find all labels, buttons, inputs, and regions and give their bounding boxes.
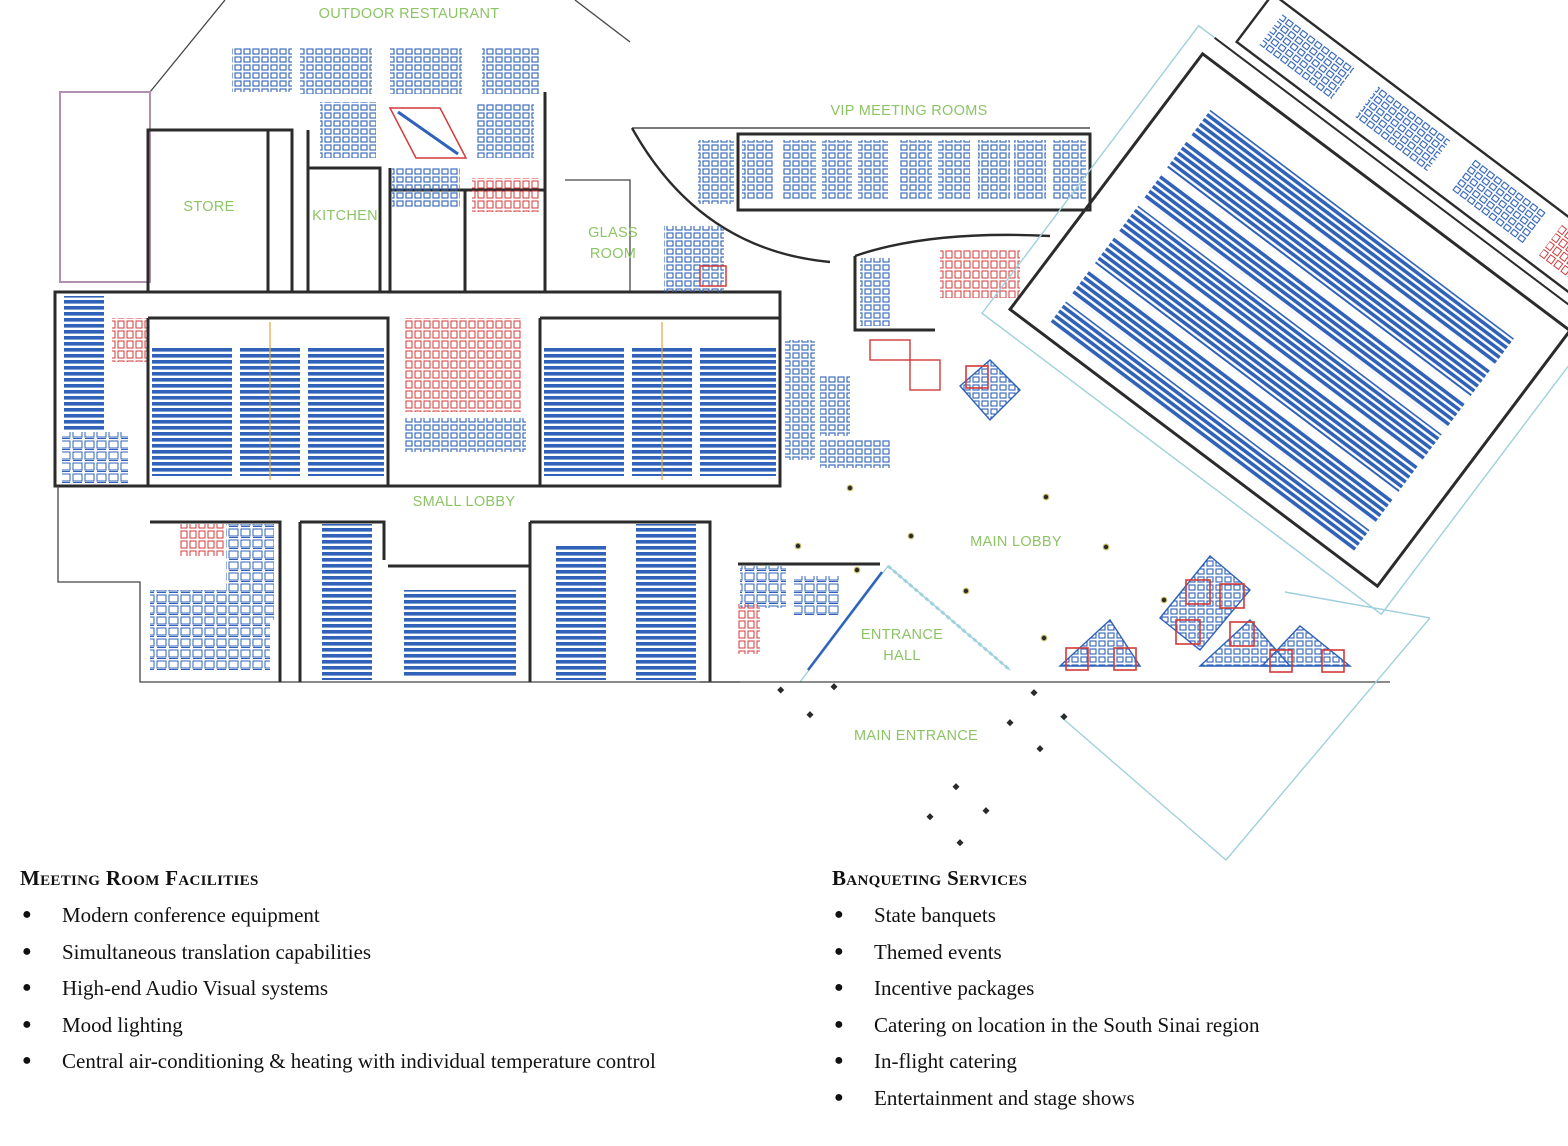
vip-rooms: [630, 127, 1092, 292]
lower-wing: [57, 486, 740, 683]
list-item-text: Simultaneous translation capabilities: [62, 939, 372, 964]
service-block: [785, 233, 1051, 468]
label-entrance-hall-line2: HALL: [883, 648, 920, 664]
banqueting-services-title: Banqueting Services: [832, 866, 1028, 890]
columns: [777, 484, 1168, 847]
list-item: ● Entertainment and stage shows: [832, 1080, 1532, 1117]
conference-wing: [53, 290, 782, 488]
banqueting-services: Banqueting Services ● State banquets ● The…: [832, 866, 1532, 1117]
label-small-lobby: SMALL LOBBY: [413, 494, 516, 510]
list-item: ● Simultaneous translation capabilities: [20, 934, 710, 971]
bullet-icon: ●: [834, 1052, 844, 1070]
list-item-text: Central air-conditioning & heating with …: [62, 1049, 656, 1074]
label-store: STORE: [183, 199, 234, 215]
list-item-text: In-flight catering: [874, 1049, 1017, 1074]
main-hall: [981, 0, 1568, 616]
label-entrance-hall-line1: ENTRANCE: [861, 627, 943, 643]
bullet-icon: ●: [22, 1015, 32, 1033]
entrance-hall: [700, 562, 1431, 861]
meeting-facilities-list: ● Modern conference equipment ● Simultaneo…: [20, 897, 710, 1080]
label-outdoor-restaurant: OUTDOOR RESTAURANT: [319, 6, 500, 22]
list-item-text: Mood lighting: [62, 1012, 183, 1037]
list-item: ● Modern conference equipment: [20, 897, 710, 934]
list-item-text: Themed events: [874, 939, 1002, 964]
bullet-icon: ●: [834, 1015, 844, 1033]
meeting-room-facilities: Meeting Room Facilities ● Modern conferen…: [20, 866, 710, 1080]
bullet-icon: ●: [22, 942, 32, 960]
label-glass-room-line1: GLASS: [588, 225, 638, 241]
label-glass-room-line2: ROOM: [590, 246, 636, 262]
label-main-lobby: MAIN LOBBY: [970, 534, 1062, 550]
outdoor-restaurant-area: [149, 0, 631, 159]
list-item-text: State banquets: [874, 903, 996, 927]
banqueting-services-list: ● State banquets ● Themed events ● Incentiv…: [832, 897, 1532, 1117]
list-item-text: High-end Audio Visual systems: [62, 976, 329, 1001]
list-item: ● Incentive packages: [832, 970, 1532, 1007]
list-item-text: Incentive packages: [874, 976, 1035, 1001]
list-item-text: Modern conference equipment: [62, 903, 320, 927]
meeting-facilities-title: Meeting Room Facilities: [20, 866, 259, 890]
list-item: ● State banquets: [832, 897, 1532, 934]
label-kitchen: KITCHEN: [312, 208, 378, 224]
bullet-icon: ●: [834, 979, 844, 997]
label-main-entrance: MAIN ENTRANCE: [854, 728, 978, 744]
list-item: ● In-flight catering: [832, 1043, 1532, 1080]
bullet-icon: ●: [22, 906, 32, 923]
list-item-text: Catering on location in the South Sinai …: [874, 1012, 1260, 1037]
list-item-text: Entertainment and stage shows: [874, 1085, 1135, 1110]
bullet-icon: ●: [834, 906, 844, 923]
floor-plan: OUTDOOR RESTAURANT VIP MEETING ROOMS STO…: [53, 0, 1568, 861]
list-item: ● Catering on location in the South Sinai…: [832, 1007, 1532, 1044]
label-vip-meeting-rooms: VIP MEETING ROOMS: [830, 103, 987, 119]
bullet-icon: ●: [22, 979, 32, 997]
list-item: ● Themed events: [832, 934, 1532, 971]
bullet-icon: ●: [834, 942, 844, 960]
lobby-lounges: [959, 359, 1352, 673]
list-item: ● Central air-conditioning & heating with…: [20, 1043, 710, 1080]
bullet-icon: ●: [834, 1088, 844, 1106]
bullet-icon: ●: [22, 1052, 32, 1070]
list-item: ● Mood lighting: [20, 1007, 710, 1044]
list-item: ● High-end Audio Visual systems: [20, 970, 710, 1007]
